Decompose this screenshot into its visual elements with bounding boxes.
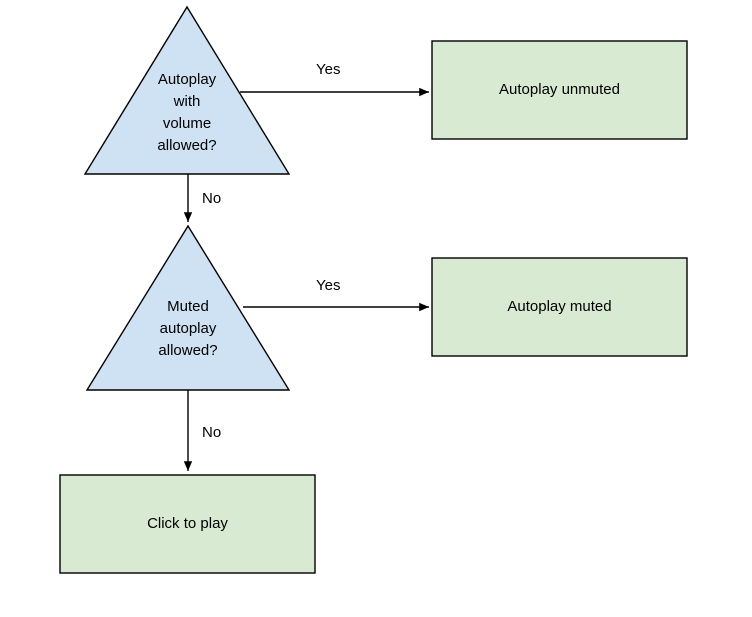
process-autoplay-muted-shape[interactable] xyxy=(431,257,688,357)
decision-muted-autoplay-shape[interactable] xyxy=(85,224,291,391)
edge-volume-no-label: No xyxy=(202,190,222,207)
process-autoplay-unmuted-shape[interactable] xyxy=(431,40,688,140)
edge-muted-no-label: No xyxy=(202,424,222,441)
decision-autoplay-volume-shape[interactable] xyxy=(83,5,291,175)
process-click-to-play-shape[interactable] xyxy=(59,474,316,574)
edge-muted-yes-label: Yes xyxy=(316,277,341,294)
edge-volume-yes-label: Yes xyxy=(316,61,341,78)
